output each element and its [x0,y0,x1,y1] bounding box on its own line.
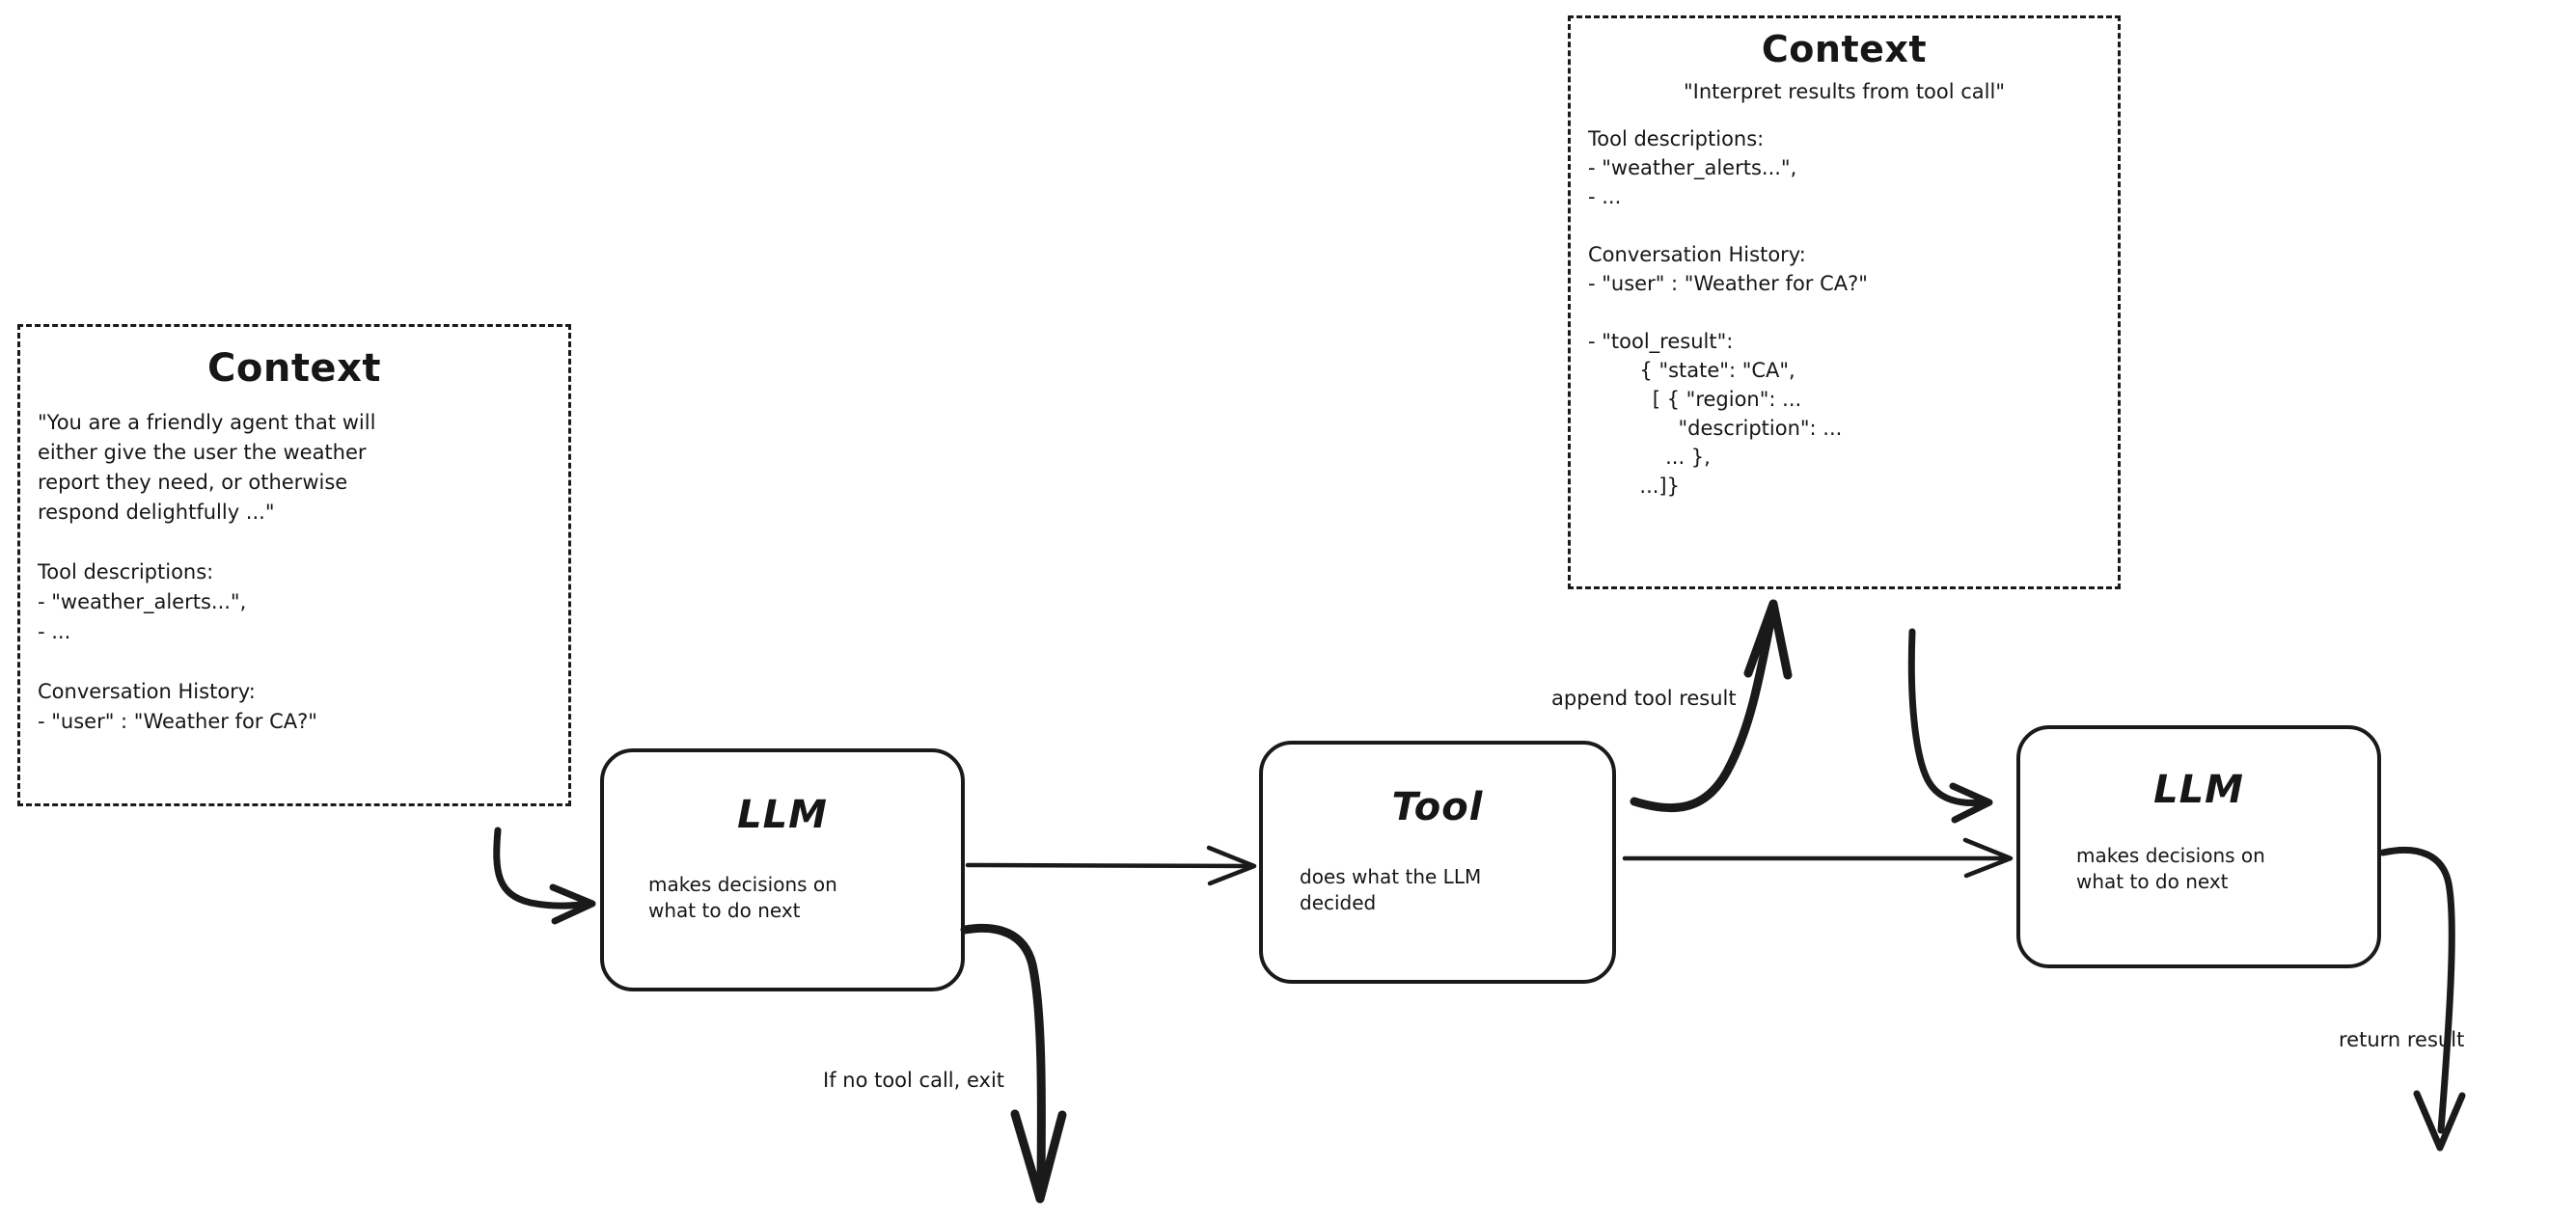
node-llm-second[interactable]: LLM makes decisions on what to do next [2016,725,2381,968]
edge-label-append-tool-result: append tool result [1551,687,1737,710]
context-right-title: Context [1761,28,1928,70]
node-llm-second-subtitle: makes decisions on what to do next [2076,844,2265,893]
edge-label-no-tool-call: If no tool call, exit [823,1069,1005,1092]
context-box-initial: Context "You are a friendly agent that w… [17,324,571,806]
context-box-after-tool: Context "Interpret results from tool cal… [1568,15,2121,589]
arrow-context-to-llm-first [493,827,596,925]
arrow-context-to-llm-second [1907,628,1993,824]
node-llm-second-title: LLM [2153,768,2244,812]
node-tool[interactable]: Tool does what the LLM decided [1259,741,1616,984]
context-left-body: "You are a friendly agent that will eith… [38,411,376,733]
node-llm-first[interactable]: LLM makes decisions on what to do next [600,748,965,991]
node-llm-first-title: LLM [737,793,828,837]
arrow-no-tool-call-exit [960,923,1067,1204]
node-tool-title: Tool [1391,785,1484,829]
context-right-subtitle: "Interpret results from tool call" [1683,80,2006,103]
arrow-tool-to-llm-second [1622,837,2014,879]
context-right-body: Tool descriptions: - "weather_alerts..."… [1588,127,1868,498]
arrow-return-result [2379,846,2466,1152]
arrow-llm-first-to-tool [965,845,1257,886]
context-left-title: Context [207,346,381,391]
node-tool-subtitle: does what the LLM decided [1300,865,1482,914]
node-llm-first-subtitle: makes decisions on what to do next [648,873,837,922]
edge-label-return-result: return result [2339,1028,2465,1051]
